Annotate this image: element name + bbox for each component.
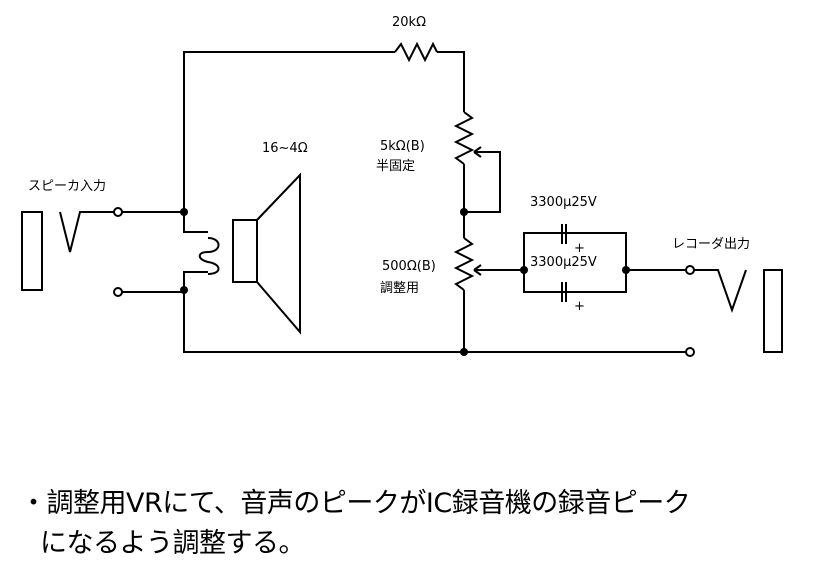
wire-coil <box>183 212 208 292</box>
label-vr-bottom-sub: 調整用 <box>380 281 419 296</box>
junction-dot <box>460 348 468 356</box>
resistor-500 <box>453 237 475 291</box>
junction-dot <box>460 208 468 216</box>
wire-5k-wiper <box>464 151 501 213</box>
terminal-output-bottom <box>685 347 695 357</box>
label-input: スピーカ入力 <box>28 179 106 194</box>
jack-input-tip <box>59 211 114 253</box>
junction-dot <box>520 266 528 274</box>
label-cap-bottom: 3300μ25V <box>530 255 597 270</box>
wire-bottom <box>183 290 688 353</box>
resistor-5k <box>453 111 475 165</box>
note-line-2: になるよう調整する。 <box>40 528 306 559</box>
speaker-cone <box>256 172 301 335</box>
junction-dot <box>622 266 630 274</box>
label-r-top: 20kΩ <box>392 15 426 30</box>
note-line-1: ・調整用VRにて、音声のピークがIC録音機の録音ピーク <box>20 488 691 519</box>
label-plus-top: + <box>574 241 585 256</box>
coil-loop <box>198 237 220 275</box>
capacitor-top <box>524 224 626 244</box>
circuit-diagram: 20kΩ 5kΩ(B) 半固定 16~4Ω スピーカ入力 3300μ25V 33… <box>21 15 783 357</box>
label-plus-bottom: + <box>574 299 585 314</box>
terminal-input-top <box>113 207 123 217</box>
label-cap-top: 3300μ25V <box>530 195 597 210</box>
wire-top <box>183 51 395 212</box>
jack-output-tip <box>694 269 747 314</box>
arrow-5k-wiper <box>473 146 482 158</box>
junction-dot <box>180 208 188 216</box>
label-speaker: 16~4Ω <box>262 141 308 156</box>
capacitor-bottom <box>524 282 626 302</box>
wire-top-right <box>437 51 465 112</box>
jack-input-body <box>21 211 43 291</box>
junction-dot <box>180 286 188 294</box>
label-vr-bottom: 500Ω(B) <box>382 259 436 274</box>
adjustment-note: ・調整用VRにて、音声のピークがIC録音機の録音ピーク になるよう調整する。 <box>20 484 830 564</box>
arrow-500-wiper <box>473 264 482 276</box>
terminal-input-bottom <box>113 287 123 297</box>
terminal-output-top <box>685 265 695 275</box>
jack-output-body <box>763 269 783 353</box>
speaker-magnet <box>232 219 258 283</box>
resistor-20k <box>394 41 438 63</box>
label-vr-top-sub: 半固定 <box>376 159 415 174</box>
label-output: レコーダ出力 <box>672 237 750 252</box>
label-vr-top: 5kΩ(B) <box>380 139 425 154</box>
